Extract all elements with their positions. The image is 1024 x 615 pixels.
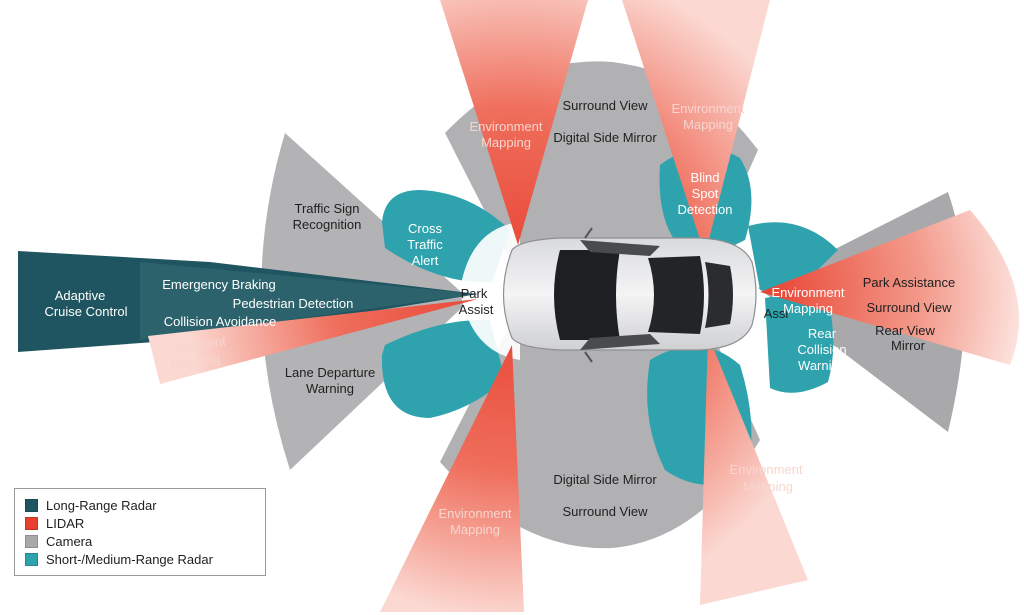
legend-item-camera: Camera [25, 532, 255, 550]
label-front-env-mapping-line2: Mapping [170, 351, 221, 373]
legend-item-lidar: LIDAR [25, 514, 255, 532]
label-traffic-sign-line1: Traffic Sign [294, 201, 359, 216]
label-rear-assist-fragment: Assi [764, 306, 789, 321]
legend-item-long-range-radar: Long-Range Radar [25, 496, 255, 514]
label-pedestrian-detection: Pedestrian Detection [233, 296, 354, 311]
radar-zone-rear-bottom [765, 288, 834, 393]
label-top-left-env-line1: Environment [470, 119, 543, 134]
park-assist-zone [460, 222, 520, 360]
legend-swatch-camera [25, 534, 38, 548]
label-collision-avoidance: Collision Avoidance [164, 314, 277, 329]
legend-label-lidar: LIDAR [46, 515, 85, 531]
label-rear-collision-line2: Collision [797, 342, 846, 357]
label-park-assist-line1: Park [461, 286, 488, 301]
label-rear-env-line1: Environment [772, 285, 845, 300]
label-rear-env-line2: Mapping [783, 301, 833, 316]
label-lane-departure-line2: Warning [306, 381, 354, 396]
legend-swatch-short-medium-range-radar [25, 552, 38, 566]
radar-zone-rear-top [748, 222, 838, 295]
lidar-beam-top-left [440, 0, 588, 245]
label-cross-traffic-line3: Alert [412, 253, 439, 268]
car [502, 227, 757, 363]
legend-label-long-range-radar: Long-Range Radar [46, 497, 157, 513]
label-top-digital-side-mirror: Digital Side Mirror [553, 130, 657, 145]
label-blind-spot-line3: Detection [678, 202, 733, 217]
legend-swatch-lidar [25, 516, 38, 530]
label-blind-spot-line1: Blind [691, 170, 720, 185]
label-park-assist-line2: Assist [459, 302, 494, 317]
label-adaptive-cruise-line2: Cruise Control [44, 304, 127, 319]
legend-item-short-medium-range-radar: Short-/Medium-Range Radar [25, 550, 255, 568]
label-lane-departure-line1: Lane Departure [285, 365, 375, 380]
lidar-beam-top-right [622, 0, 770, 255]
label-cross-traffic-line1: Cross [408, 221, 442, 236]
lidar-beam-bottom-left [380, 345, 524, 612]
label-rear-surround-view: Surround View [866, 300, 952, 315]
legend-label-camera: Camera [46, 533, 93, 549]
label-bottom-surround-view: Surround View [562, 504, 648, 519]
label-adaptive-cruise-line1: Adaptive [55, 288, 106, 303]
label-bottom-right-env-line2: Mapping [743, 479, 793, 494]
label-emergency-braking: Emergency Braking [162, 277, 275, 292]
long-range-radar-overlay [140, 262, 478, 340]
label-bottom-right-env-line1: Environment [730, 462, 803, 477]
label-rear-view-mirror-line1: Rear View [875, 323, 935, 338]
label-top-left-env-line2: Mapping [481, 135, 531, 150]
label-bottom-left-env-line1: Environment [439, 506, 512, 521]
label-rear-collision-line3: Warning [798, 358, 846, 373]
label-top-surround-view: Surround View [562, 98, 648, 113]
label-rear-collision-line1: Rear [808, 326, 837, 341]
lidar-beam-rear [760, 210, 1019, 365]
label-bottom-digital-side-mirror: Digital Side Mirror [553, 472, 657, 487]
label-traffic-sign-line2: Recognition [293, 217, 362, 232]
legend-label-short-medium-range-radar: Short-/Medium-Range Radar [46, 551, 213, 567]
legend-swatch-long-range-radar [25, 498, 38, 512]
label-blind-spot-line2: Spot [692, 186, 719, 201]
label-top-right-env-line1: Environment [672, 101, 745, 116]
label-top-right-env-line2: Mapping [683, 117, 733, 132]
label-park-assistance: Park Assistance [863, 275, 956, 290]
radar-zone-front-bottom [381, 319, 505, 418]
label-rear-view-mirror-line2: Mirror [891, 338, 926, 353]
label-bottom-left-env-line2: Mapping [450, 522, 500, 537]
label-cross-traffic-line2: Traffic [407, 237, 443, 252]
legend: Long-Range Radar LIDAR Camera Short-/Med… [14, 488, 266, 576]
lidar-beam-bottom-right [700, 335, 808, 605]
lidar-beam-front [148, 299, 478, 384]
